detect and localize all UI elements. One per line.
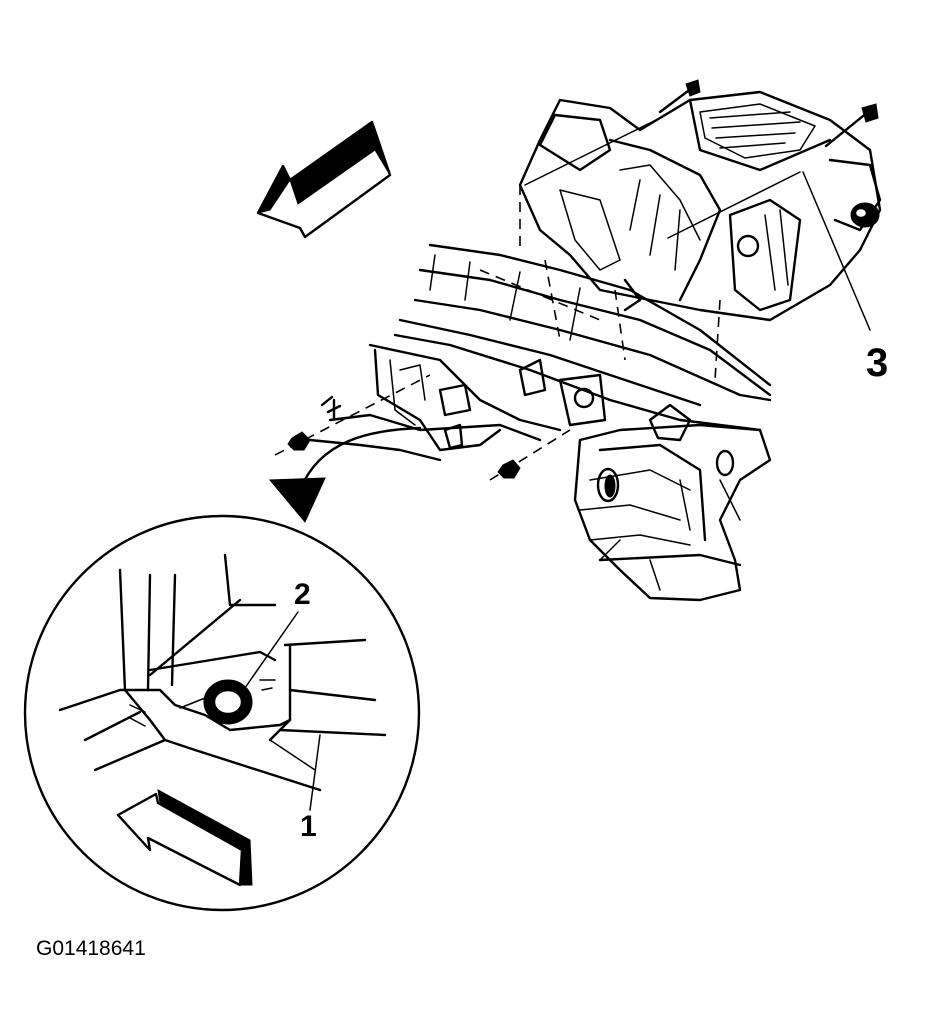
direction-arrow-top <box>256 120 392 239</box>
nut-lower <box>489 429 571 481</box>
bolt-left <box>658 79 701 114</box>
leader-line-1 <box>309 734 321 811</box>
detail-arrow <box>268 426 422 523</box>
figure-id: G01418641 <box>36 937 146 960</box>
leader-line-3 <box>524 117 871 331</box>
callout-label-1: 1 <box>300 810 317 843</box>
direction-arrow-detail <box>116 789 253 887</box>
callout-label-3: 3 <box>866 341 889 385</box>
bolt-right <box>824 103 879 148</box>
leader-line-2 <box>239 611 299 696</box>
cowl-structure <box>308 243 772 462</box>
callout-label-2: 2 <box>294 578 311 611</box>
hvac-module <box>518 90 882 322</box>
frame-rail-section <box>573 403 772 602</box>
nut-upper-left <box>274 374 431 456</box>
